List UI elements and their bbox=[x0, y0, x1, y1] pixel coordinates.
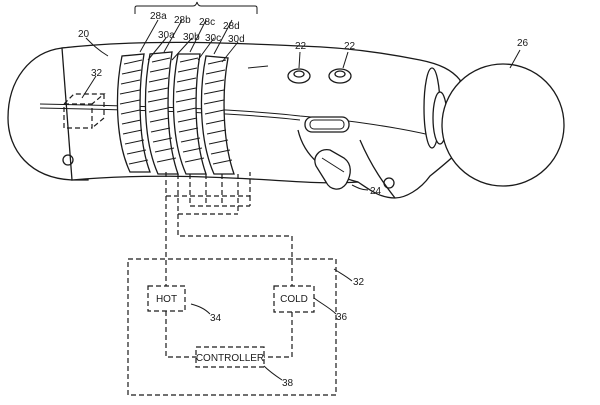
ref-22-right: 22 bbox=[344, 41, 356, 52]
cold-block: COLD bbox=[273, 285, 315, 313]
cold-label: COLD bbox=[280, 294, 308, 305]
pad-28d bbox=[200, 55, 235, 175]
ref-22-left: 22 bbox=[295, 41, 307, 52]
ref-30d: 30d bbox=[228, 34, 245, 45]
ref-32-module: 32 bbox=[91, 68, 103, 79]
pad-28a bbox=[116, 53, 151, 173]
leader-lines bbox=[81, 19, 521, 381]
cold-to-controller bbox=[264, 312, 293, 358]
ref-28d: 28d bbox=[223, 21, 240, 32]
ref-30c: 30c bbox=[205, 33, 221, 44]
hot-block: HOT bbox=[147, 285, 186, 312]
ref-34: 34 bbox=[210, 313, 222, 324]
ref-24: 24 bbox=[370, 186, 382, 197]
wiring bbox=[165, 172, 293, 286]
controller-label: CONTROLLER bbox=[196, 353, 264, 364]
grouping-brace bbox=[134, 1, 258, 14]
ref-30b: 30b bbox=[183, 32, 200, 43]
ref-36: 36 bbox=[336, 312, 348, 323]
control-housing bbox=[127, 258, 337, 396]
ref-28a: 28a bbox=[150, 11, 167, 22]
reference-numerals: 20 32 22 22 26 28a 28b 28c 28d 30a 30b 3… bbox=[78, 11, 529, 389]
hot-to-controller bbox=[165, 311, 196, 358]
hot-label: HOT bbox=[156, 294, 177, 305]
tracking-sphere bbox=[441, 63, 565, 187]
thermal-pads bbox=[116, 51, 235, 175]
ref-20: 20 bbox=[78, 29, 90, 40]
ref-28c: 28c bbox=[199, 17, 215, 28]
ref-30a: 30a bbox=[158, 30, 175, 41]
ref-38: 38 bbox=[282, 378, 294, 389]
trigger bbox=[314, 149, 351, 190]
buttons bbox=[247, 65, 352, 133]
ref-32-housing: 32 bbox=[353, 277, 365, 288]
ref-28b: 28b bbox=[174, 15, 191, 26]
controller-block: CONTROLLER bbox=[195, 346, 265, 368]
internal-module bbox=[63, 93, 106, 129]
controller-body bbox=[7, 41, 461, 199]
ref-26: 26 bbox=[517, 38, 529, 49]
